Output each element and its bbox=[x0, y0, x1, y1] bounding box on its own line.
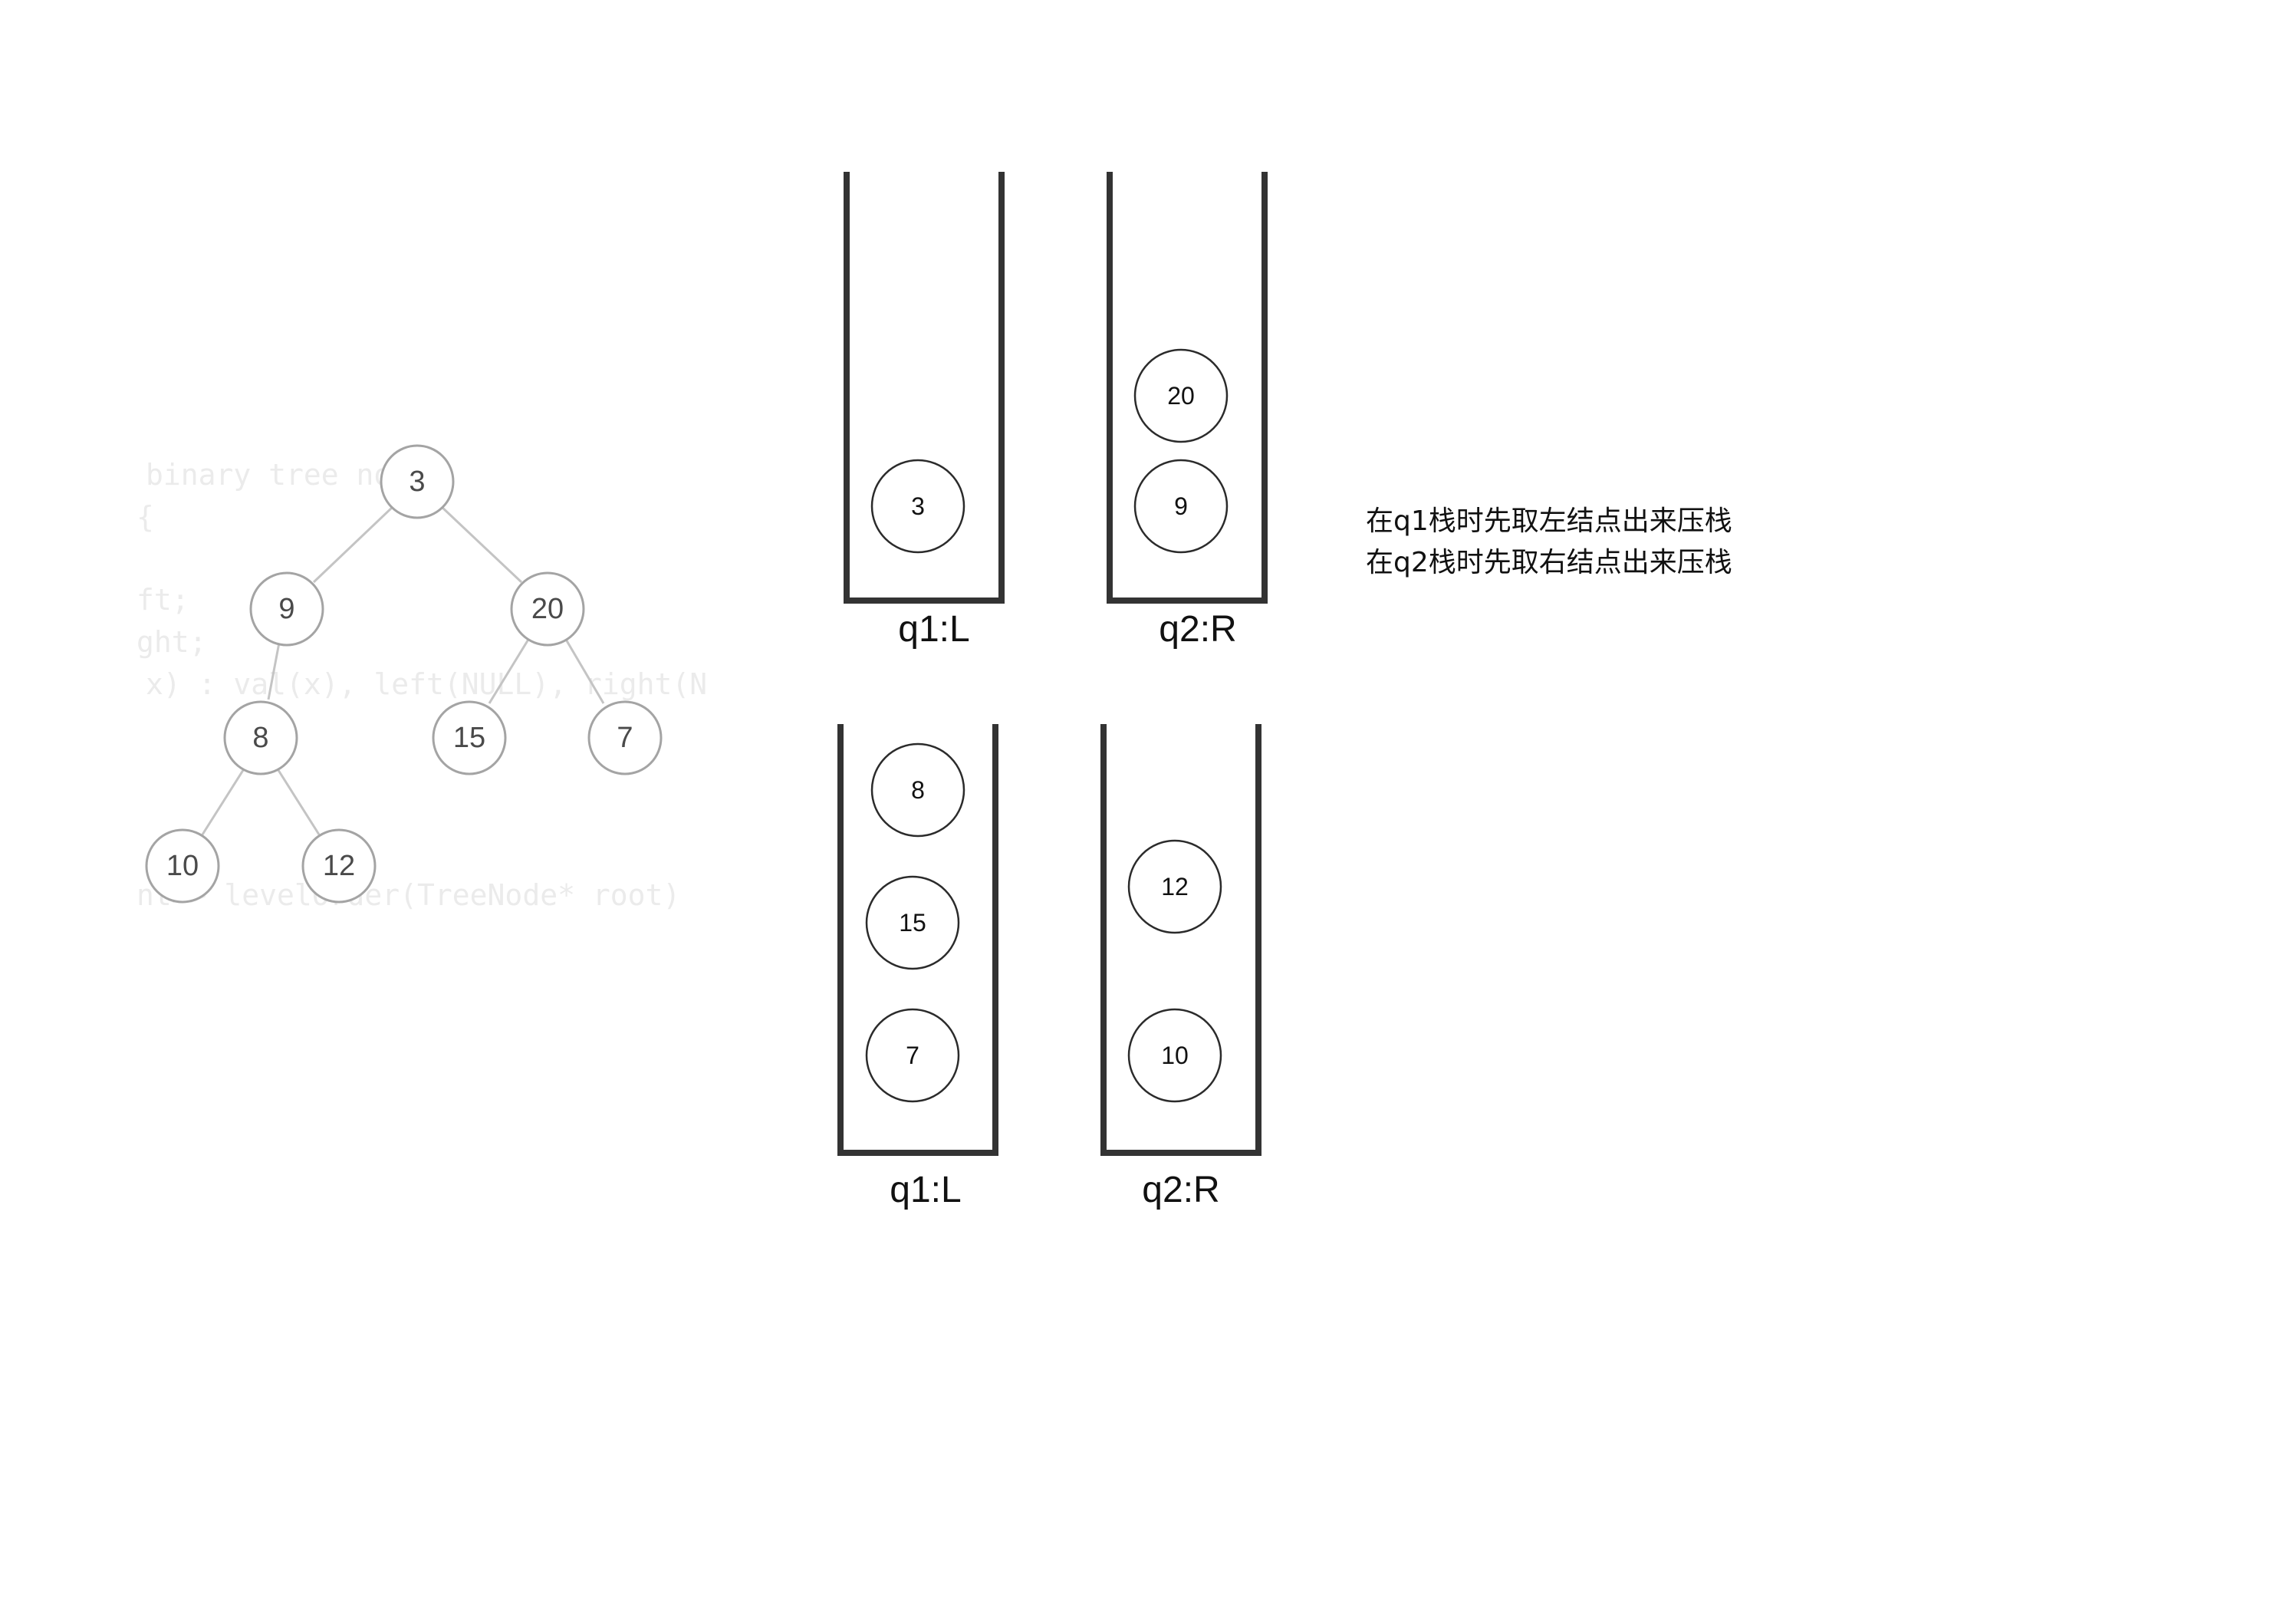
tree-node: 20 bbox=[510, 571, 585, 647]
tree-node: 9 bbox=[249, 571, 324, 647]
tree-node: 12 bbox=[301, 828, 377, 904]
tree-node-circle bbox=[587, 700, 663, 775]
stack-outline bbox=[1100, 724, 1261, 1156]
stack-top-q1: 3 q1:L bbox=[844, 172, 1005, 650]
tree-node-circle bbox=[380, 444, 455, 519]
tree-edge bbox=[201, 767, 246, 835]
tree-edge bbox=[564, 637, 605, 704]
tree-node: 7 bbox=[587, 700, 663, 775]
stack-item: 7 bbox=[865, 1008, 960, 1103]
stack-item: 10 bbox=[1127, 1008, 1222, 1103]
tree-node: 15 bbox=[432, 700, 507, 775]
stack-item: 15 bbox=[865, 875, 960, 970]
tree-node-label: 12 bbox=[323, 850, 355, 882]
stack-item-label: 9 bbox=[1174, 492, 1188, 520]
tree-node: 10 bbox=[145, 828, 220, 904]
binary-tree: 3 9 20 8 15 7 10 12 bbox=[145, 444, 663, 904]
stack-item-label: 10 bbox=[1161, 1042, 1189, 1069]
stack-top-q2: 20 9 q2:R bbox=[1107, 172, 1268, 650]
stack-item-label: 20 bbox=[1167, 382, 1195, 410]
ghost-code-line: ght; bbox=[137, 625, 207, 659]
stack-label: q2:R bbox=[1142, 1170, 1219, 1210]
stack-item-label: 12 bbox=[1161, 873, 1189, 900]
tree-node-label: 9 bbox=[278, 593, 294, 625]
tree-node-circle bbox=[301, 828, 377, 904]
note-line: 在q2栈时先取右结点出来压栈 bbox=[1366, 547, 1732, 578]
tree-edges bbox=[201, 505, 605, 835]
ghost-code-line: { bbox=[137, 500, 154, 534]
tree-edge bbox=[312, 505, 395, 584]
stack-item-label: 7 bbox=[906, 1042, 919, 1069]
tree-node-circle bbox=[510, 571, 585, 647]
stack-bottom-q1: 8 15 7 q1:L bbox=[837, 724, 998, 1210]
stack-item-label: 8 bbox=[911, 776, 925, 804]
tree-node: 8 bbox=[223, 700, 298, 775]
tree-node-circle bbox=[432, 700, 507, 775]
tree-node-label: 7 bbox=[617, 722, 633, 754]
tree-edge bbox=[267, 642, 281, 700]
ghost-code: binary tree node { ft; ght; x) : val(x),… bbox=[137, 458, 707, 912]
stack-item: 9 bbox=[1133, 459, 1229, 554]
stack-outline bbox=[844, 172, 1005, 604]
stack-label: q1:L bbox=[890, 1170, 961, 1210]
ghost-code-line: nt>> levelOrder(TreeNode* root) bbox=[137, 878, 680, 912]
tree-edge bbox=[439, 505, 523, 584]
stack-outline bbox=[1107, 172, 1268, 604]
explanation-notes: 在q1栈时先取左结点出来压栈 在q2栈时先取右结点出来压栈 bbox=[1366, 505, 1732, 578]
ghost-code-line: x) : val(x), left(NULL), right(N bbox=[146, 667, 707, 701]
stack-bottom-q2: 12 10 q2:R bbox=[1100, 724, 1261, 1210]
stack-item-circle bbox=[865, 875, 960, 970]
stack-outline bbox=[837, 724, 998, 1156]
stack-item-label: 3 bbox=[911, 492, 925, 520]
stack-item-circle bbox=[1133, 348, 1229, 443]
tree-edge bbox=[275, 767, 321, 835]
tree-edge bbox=[488, 637, 531, 704]
stack-item: 8 bbox=[870, 742, 965, 838]
stack-item: 20 bbox=[1133, 348, 1229, 443]
tree-node-circle bbox=[223, 700, 298, 775]
stack-label: q2:R bbox=[1159, 609, 1236, 650]
stack-item-circle bbox=[870, 459, 965, 554]
ghost-code-line: binary tree node bbox=[146, 458, 426, 492]
stack-item-label: 15 bbox=[899, 909, 926, 937]
tree-node-circle bbox=[249, 571, 324, 647]
stack-item: 12 bbox=[1127, 839, 1222, 934]
stack-item-circle bbox=[1127, 839, 1222, 934]
tree-node-label: 8 bbox=[252, 722, 268, 754]
tree-node-circle bbox=[145, 828, 220, 904]
tree-node: 3 bbox=[380, 444, 455, 519]
tree-node-label: 3 bbox=[409, 466, 425, 498]
stack-label: q1:L bbox=[898, 609, 969, 650]
tree-node-label: 15 bbox=[453, 722, 485, 754]
stack-item-circle bbox=[865, 1008, 960, 1103]
stack-item-circle bbox=[1133, 459, 1229, 554]
ghost-code-line: ft; bbox=[137, 583, 189, 617]
tree-node-label: 10 bbox=[166, 850, 199, 882]
stack-item: 3 bbox=[870, 459, 965, 554]
stack-item-circle bbox=[870, 742, 965, 838]
tree-node-label: 20 bbox=[531, 593, 564, 625]
note-line: 在q1栈时先取左结点出来压栈 bbox=[1366, 505, 1732, 537]
stack-item-circle bbox=[1127, 1008, 1222, 1103]
